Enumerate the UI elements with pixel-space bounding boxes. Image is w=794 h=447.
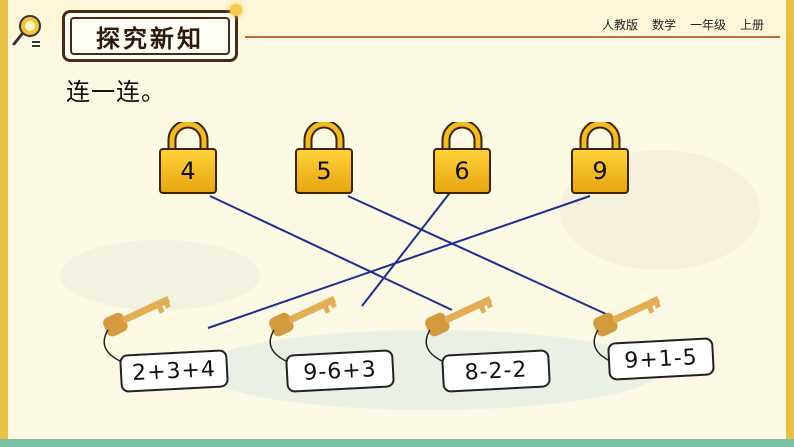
key-icon xyxy=(425,296,493,337)
expression-tag[interactable]: 8-2-2 xyxy=(441,349,551,393)
lock-6[interactable]: 6 xyxy=(433,122,491,200)
sparkle-icon xyxy=(230,4,242,16)
key-icon xyxy=(103,296,171,337)
publisher-label: 人教版 xyxy=(601,18,638,32)
subject-label: 数学 xyxy=(651,18,676,32)
grade-label: 一年级 xyxy=(689,18,726,32)
padlock-shackle-icon xyxy=(167,122,209,154)
key-icon xyxy=(269,296,337,337)
bottom-border xyxy=(0,439,794,447)
background-decoration xyxy=(60,240,260,310)
connection-line-6 xyxy=(361,189,453,307)
padlock-shackle-icon xyxy=(441,122,483,154)
lock-number: 4 xyxy=(159,148,217,194)
instruction-text: 连一连。 xyxy=(66,78,166,106)
lock-number: 9 xyxy=(571,148,629,194)
lock-4[interactable]: 4 xyxy=(159,122,217,200)
left-border xyxy=(0,0,8,447)
background-decoration xyxy=(200,330,660,410)
section-title: 探究新知 xyxy=(70,17,230,55)
magnifier-icon xyxy=(12,15,41,47)
connection-line-5 xyxy=(347,195,607,315)
padlock-shackle-icon xyxy=(579,122,621,154)
expression-tag[interactable]: 9-6+3 xyxy=(285,349,395,393)
lock-number: 5 xyxy=(295,148,353,194)
expression-tag[interactable]: 9+1-5 xyxy=(607,337,715,381)
connection-line-9 xyxy=(207,195,591,329)
section-title-box: 探究新知 xyxy=(62,10,238,62)
padlock-shackle-icon xyxy=(303,122,345,154)
lock-5[interactable]: 5 xyxy=(295,122,353,200)
key-icon xyxy=(593,296,661,337)
lock-number: 6 xyxy=(433,148,491,194)
expression-tag[interactable]: 2+3+4 xyxy=(119,349,229,393)
lock-9[interactable]: 9 xyxy=(571,122,629,200)
connection-line-4 xyxy=(209,195,453,311)
volume-label: 上册 xyxy=(739,18,764,32)
right-border xyxy=(786,0,794,447)
header-divider xyxy=(245,36,780,38)
book-info: 人教版 数学 一年级 上册 xyxy=(602,16,764,33)
